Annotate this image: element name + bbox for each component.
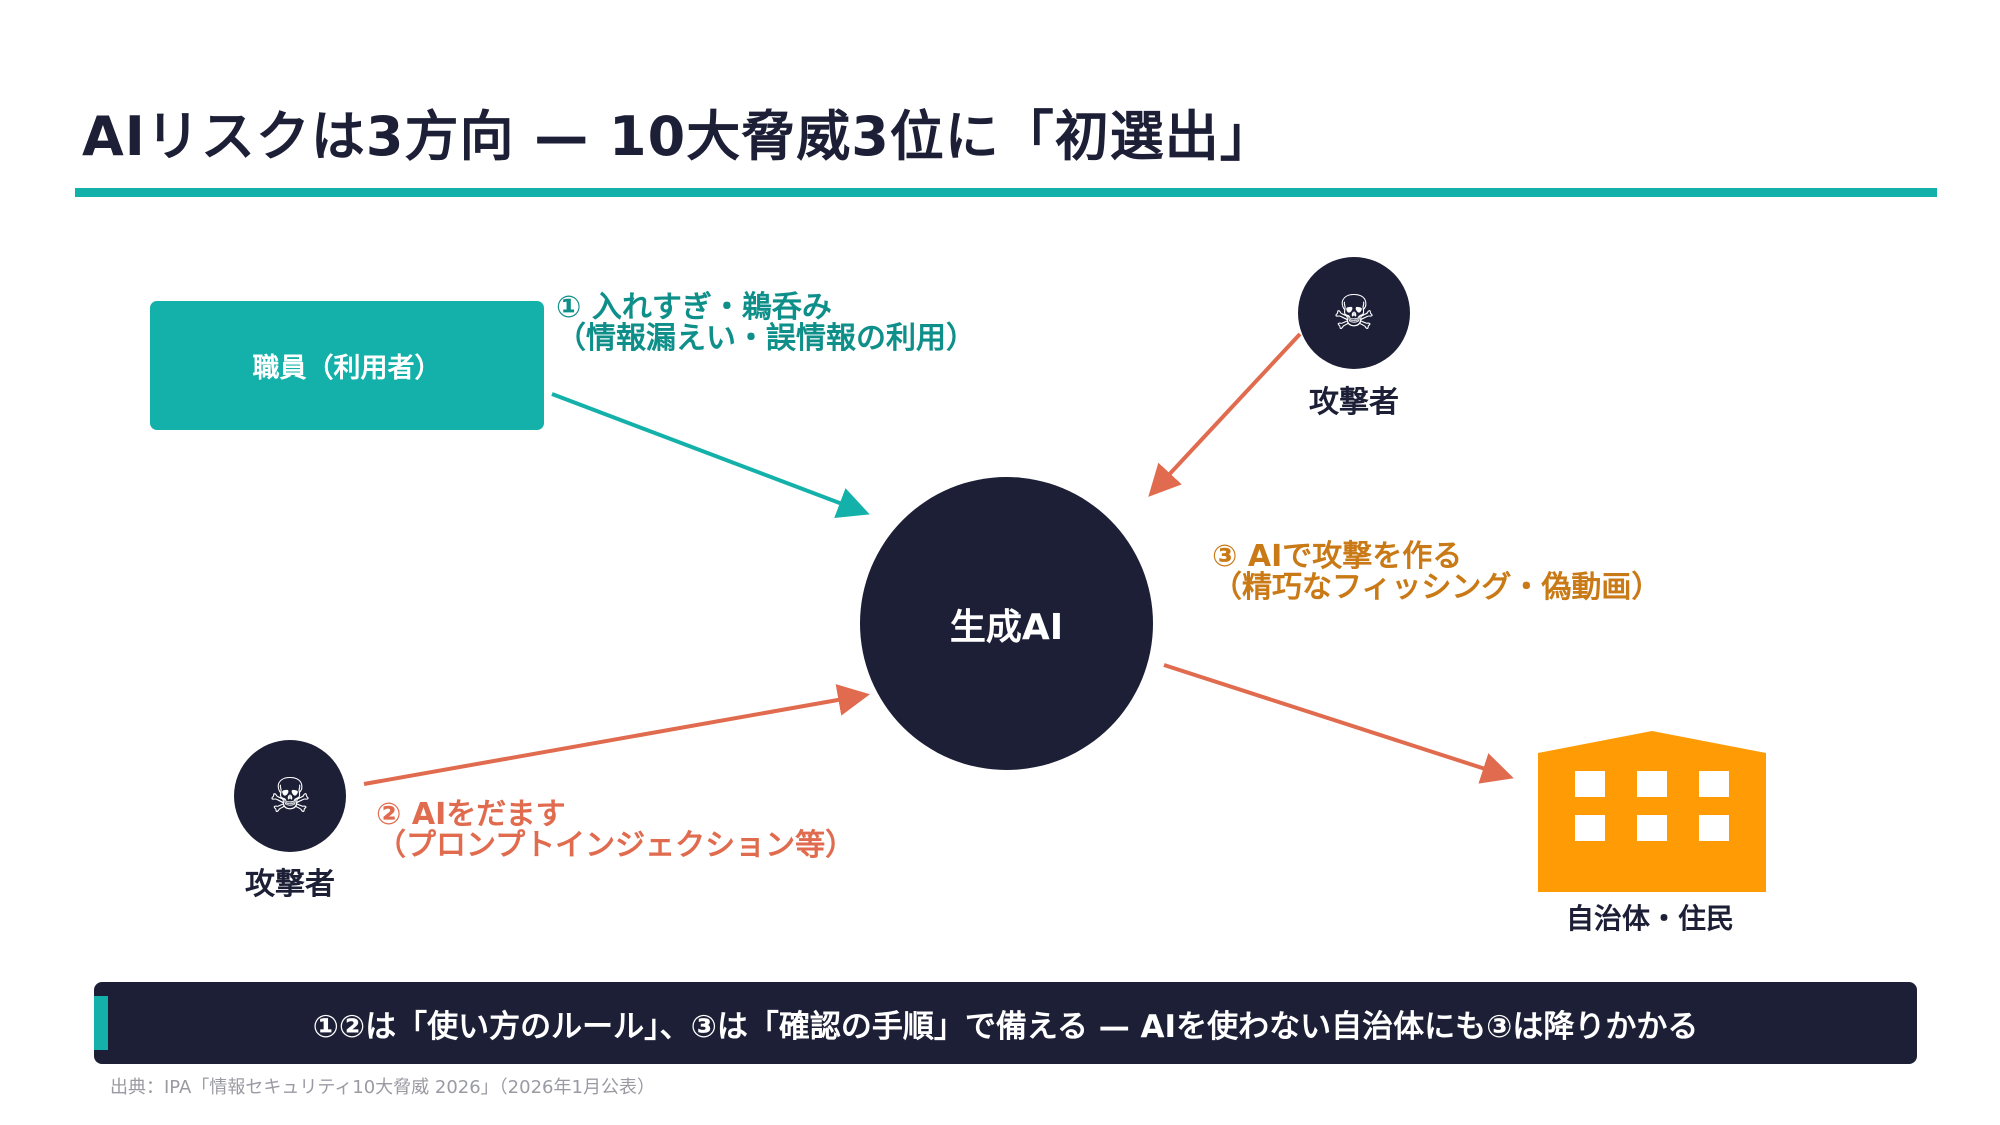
arrow-staff-to-ai (551, 392, 870, 519)
arrow-attacker-top-to-ai (1148, 332, 1302, 497)
skull-crossbones-icon: ☠ (1332, 285, 1376, 341)
page-title: AIリスクは3方向 — 10大脅威3位に「初選出」 (82, 105, 1275, 168)
summary-accent-bar (94, 996, 108, 1050)
staff-user-box: 職員（利用者） (150, 301, 544, 430)
generative-ai-label: 生成AI (949, 606, 1064, 648)
risk-2-label: ② AIをだます （プロンプトインジェクション等） (376, 799, 855, 861)
summary-banner: ①②は「使い方のルール」、③は「確認の手順」で備える — AIを使わない自治体に… (94, 982, 1917, 1064)
risk-1-title: ① 入れすぎ・鵜呑み (556, 290, 832, 325)
attacker-bottom-label: 攻撃者 (245, 867, 335, 902)
source-note: 出典：IPA「情報セキュリティ10大脅威 2026」（2026年1月公表） (110, 1077, 655, 1098)
risk-2-detail: （プロンプトインジェクション等） (376, 828, 856, 863)
arrow-attacker-bottom-to-ai (363, 684, 870, 786)
generative-ai-node: 生成AI (860, 477, 1153, 770)
risk-1-label: ① 入れすぎ・鵜呑み （情報漏えい・誤情報の利用） (556, 292, 976, 354)
risk-3-detail: （精巧なフィッシング・偽動画） (1212, 570, 1662, 605)
municipality-label: 自治体・住民 (1565, 902, 1734, 935)
risk-3-label: ③ AIで攻撃を作る （精巧なフィッシング・偽動画） (1212, 541, 1661, 603)
risk-2-title: ② AIをだます (376, 797, 566, 832)
summary-text: ①②は「使い方のルール」、③は「確認の手順」で備える — AIを使わない自治体に… (312, 1008, 1699, 1045)
attacker-top-node: ☠ (1298, 257, 1410, 369)
arrow-ai-to-municipality (1163, 663, 1514, 784)
building-icon (1538, 731, 1766, 892)
skull-crossbones-icon: ☠ (268, 768, 312, 824)
attacker-top-label: 攻撃者 (1309, 385, 1399, 420)
risk-1-detail: （情報漏えい・誤情報の利用） (556, 321, 976, 356)
title-underline (75, 188, 1937, 197)
staff-user-label: 職員（利用者） (252, 353, 442, 384)
attacker-bottom-node: ☠ (234, 740, 346, 852)
risk-3-title: ③ AIで攻撃を作る (1212, 539, 1463, 574)
